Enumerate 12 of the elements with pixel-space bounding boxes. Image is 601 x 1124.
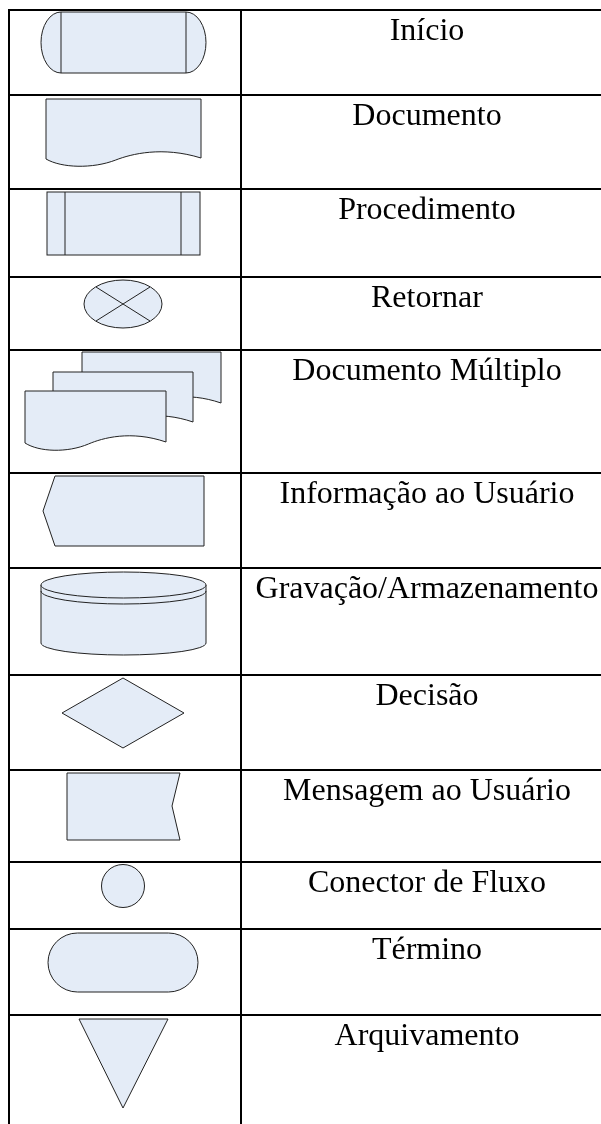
- symbol-name: Procedimento: [338, 190, 516, 227]
- symbol-name: Início: [389, 11, 465, 48]
- symbol-name: Término: [371, 930, 483, 967]
- symbol-name: Informação ao Usuário: [279, 474, 575, 511]
- symbol-name: Documento Múltiplo: [292, 351, 562, 388]
- symbol-name: Decisão: [375, 676, 479, 713]
- symbol-name: Documento: [352, 96, 502, 133]
- symbol-name: Mensagem ao Usuário: [283, 771, 571, 808]
- symbol-name: Conector de Fluxo: [307, 863, 547, 900]
- symbol-name: Retornar: [371, 278, 483, 315]
- symbol-name: Arquivamento: [334, 1016, 520, 1053]
- symbol-name: Gravação/Armazenamento: [255, 569, 599, 606]
